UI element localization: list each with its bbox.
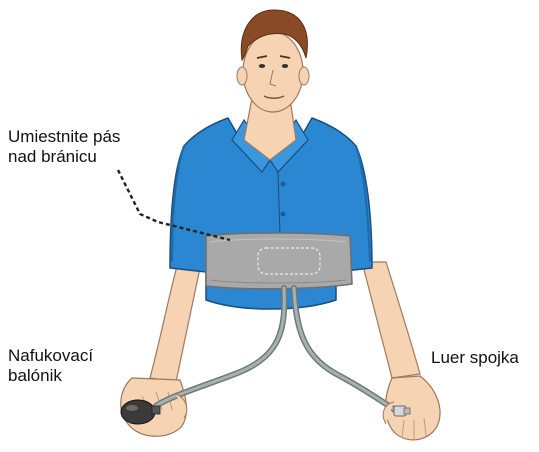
bulb-label-line2: balónik — [8, 366, 93, 386]
left-arm — [150, 262, 200, 382]
belt-label-line1: Umiestnite pás — [8, 127, 120, 147]
belt-placement-label: Umiestnite pás nad bránicu — [8, 127, 120, 167]
respiratory-belt — [206, 233, 352, 289]
luer-label-line1: Luer spojka — [431, 348, 519, 368]
luer-label: Luer spojka — [431, 348, 519, 368]
head — [237, 10, 309, 112]
bulb-label: Nafukovací balónik — [8, 346, 93, 386]
belt-label-line2: nad bránicu — [8, 147, 120, 167]
bulb-label-line1: Nafukovací — [8, 346, 93, 366]
right-arm — [362, 262, 420, 378]
